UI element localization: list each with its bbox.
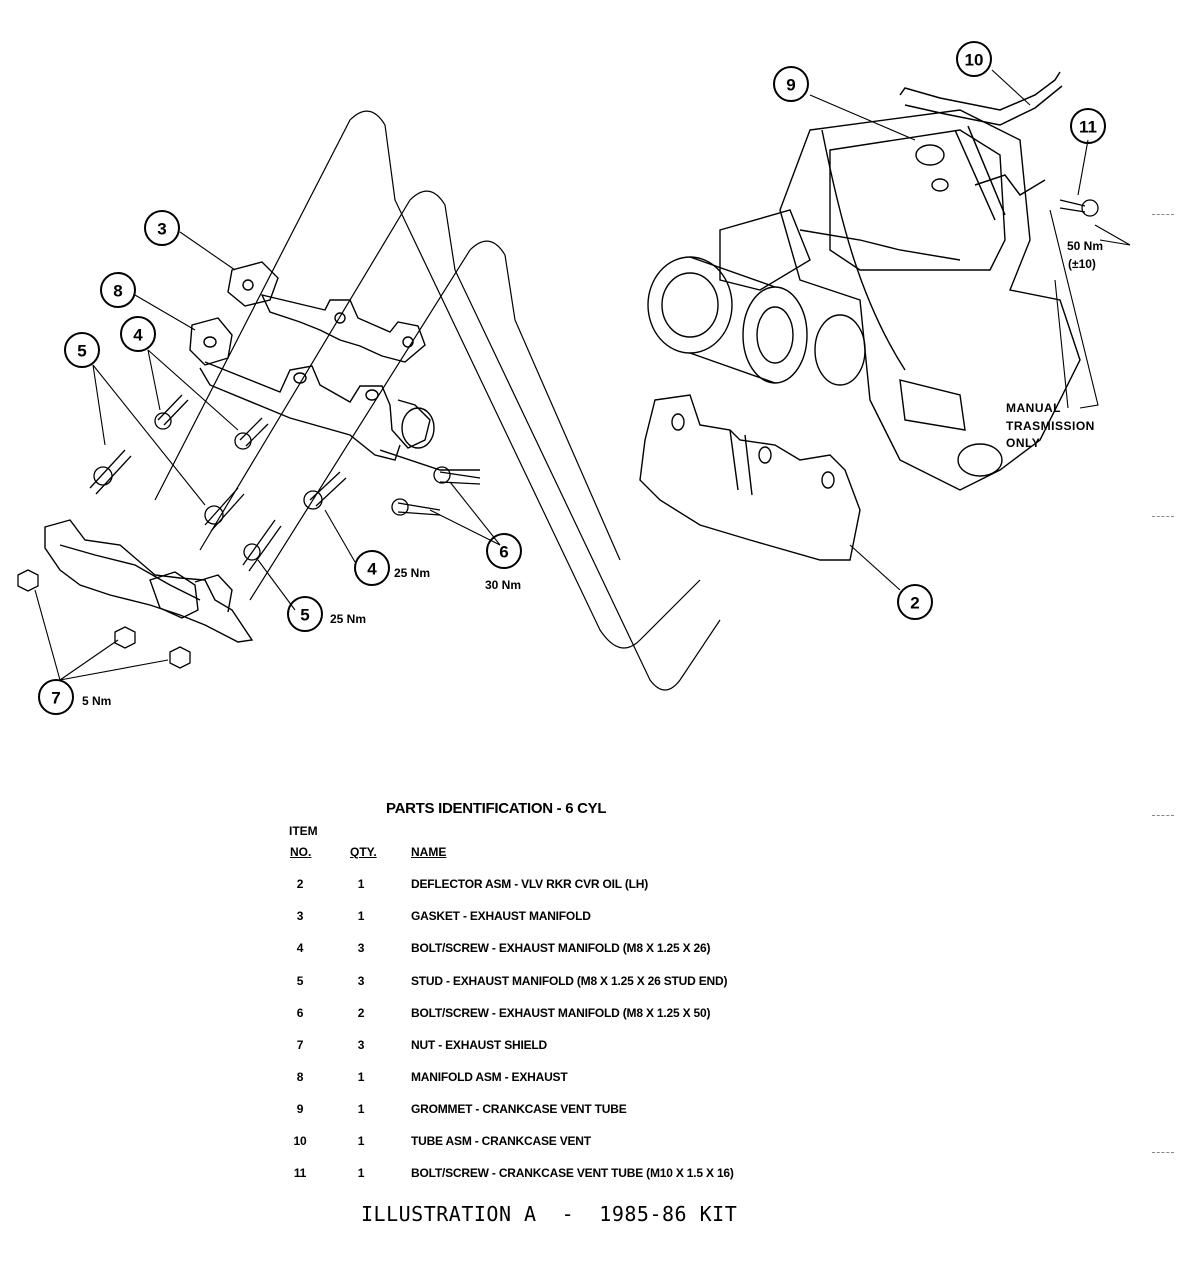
table-row: 6 2 BOLT/SCREW - EXHAUST MANIFOLD (M8 X … <box>0 1006 1184 1026</box>
row-qty: 1 <box>357 909 365 923</box>
row-name: TUBE ASM - CRANKCASE VENT <box>411 1134 591 1148</box>
table-row: 8 1 MANIFOLD ASM - EXHAUST <box>0 1070 1184 1090</box>
row-item: 5 <box>296 974 304 988</box>
row-qty: 3 <box>357 1038 365 1052</box>
row-qty: 1 <box>357 877 365 891</box>
callout-7: 7 <box>51 689 60 708</box>
heat-shield-part <box>44 519 254 643</box>
row-name: DEFLECTOR ASM - VLV RKR CVR OIL (LH) <box>411 877 649 891</box>
row-qty: 2 <box>357 1006 365 1020</box>
callout-4-lower: 4 <box>367 560 377 579</box>
callout-9: 9 <box>786 76 795 95</box>
row-item: 11 <box>293 1166 307 1180</box>
parts-table-title: PARTS IDENTIFICATION - 6 CYL <box>386 800 607 817</box>
illustration-caption: ILLUSTRATION A - 1985-86 KIT <box>361 1202 738 1226</box>
callout-circles <box>38 41 1106 715</box>
gasket-part <box>227 261 426 363</box>
callout-11: 11 <box>1079 118 1097 137</box>
row-qty: 3 <box>357 941 365 955</box>
note-line-1: MANUAL <box>1006 401 1061 415</box>
bolt-parts <box>89 199 1099 572</box>
torque-6: 30 Nm <box>485 578 521 592</box>
table-row: 5 3 STUD - EXHAUST MANIFOLD (M8 X 1.25 X… <box>0 974 1184 994</box>
header-item-no: NO. <box>290 845 312 859</box>
explode-outline-2 <box>199 190 721 691</box>
deflector-part <box>639 394 861 561</box>
table-row: 2 1 DEFLECTOR ASM - VLV RKR CVR OIL (LH) <box>0 877 1184 897</box>
row-item: 7 <box>296 1038 304 1052</box>
row-qty: 1 <box>357 1134 365 1148</box>
table-row: 3 1 GASKET - EXHAUST MANIFOLD <box>0 909 1184 929</box>
callout-5-upper: 5 <box>77 342 86 361</box>
table-row: 4 3 BOLT/SCREW - EXHAUST MANIFOLD (M8 X … <box>0 941 1184 961</box>
row-name: MANIFOLD ASM - EXHAUST <box>411 1070 568 1084</box>
row-name: GASKET - EXHAUST MANIFOLD <box>411 909 591 923</box>
row-name: STUD - EXHAUST MANIFOLD (M8 X 1.25 X 26 … <box>411 974 728 988</box>
header-qty: QTY. <box>350 845 377 859</box>
row-item: 9 <box>296 1102 304 1116</box>
note-line-2: TRASMISSION <box>1006 419 1095 433</box>
manifold-part <box>189 317 480 471</box>
row-qty: 1 <box>357 1070 365 1084</box>
row-name: BOLT/SCREW - EXHAUST MANIFOLD (M8 X 1.25… <box>411 1006 711 1020</box>
leader-lines <box>34 69 1131 681</box>
callout-3: 3 <box>157 220 166 239</box>
row-name: BOLT/SCREW - CRANKCASE VENT TUBE (M10 X … <box>411 1166 734 1180</box>
table-row: 9 1 GROMMET - CRANKCASE VENT TUBE <box>0 1102 1184 1122</box>
callout-4-upper: 4 <box>133 326 143 345</box>
callout-10: 10 <box>965 51 984 70</box>
explode-outline <box>154 110 701 649</box>
header-item-top: ITEM <box>289 824 318 838</box>
torque-11-value: 50 Nm <box>1067 239 1103 253</box>
torque-4: 25 Nm <box>394 566 430 580</box>
row-item: 4 <box>296 941 304 955</box>
callout-2: 2 <box>910 594 919 613</box>
row-item: 8 <box>296 1070 304 1084</box>
engine-part <box>647 109 1081 491</box>
torque-11-tolerance: (±10) <box>1068 257 1096 271</box>
scan-edge-mark <box>1152 815 1174 817</box>
row-item: 3 <box>296 909 304 923</box>
callout-5-lower: 5 <box>300 606 309 625</box>
header-name: NAME <box>411 845 447 859</box>
note-line-3: ONLY <box>1006 436 1040 450</box>
row-name: BOLT/SCREW - EXHAUST MANIFOLD (M8 X 1.25… <box>411 941 711 955</box>
torque-7: 5 Nm <box>82 694 111 708</box>
row-item: 2 <box>296 877 304 891</box>
table-row: 11 1 BOLT/SCREW - CRANKCASE VENT TUBE (M… <box>0 1166 1184 1186</box>
row-name: NUT - EXHAUST SHIELD <box>411 1038 548 1052</box>
scan-edge-mark <box>1152 1152 1174 1154</box>
row-qty: 1 <box>357 1102 365 1116</box>
row-name: GROMMET - CRANKCASE VENT TUBE <box>411 1102 627 1116</box>
explode-outline-3 <box>249 240 621 601</box>
row-item: 6 <box>296 1006 304 1020</box>
row-qty: 1 <box>357 1166 365 1180</box>
callout-6: 6 <box>499 543 508 562</box>
vent-tube-part <box>899 71 1063 221</box>
table-row: 7 3 NUT - EXHAUST SHIELD <box>0 1038 1184 1058</box>
row-item: 10 <box>293 1134 307 1148</box>
exploded-diagram: 3 8 4 5 4 5 6 7 9 10 11 2 25 Nm 25 Nm 30… <box>17 41 1131 715</box>
table-row: 10 1 TUBE ASM - CRANKCASE VENT <box>0 1134 1184 1154</box>
torque-5: 25 Nm <box>330 612 366 626</box>
row-qty: 3 <box>357 974 365 988</box>
nut-parts <box>17 569 191 669</box>
callout-8: 8 <box>113 282 122 301</box>
